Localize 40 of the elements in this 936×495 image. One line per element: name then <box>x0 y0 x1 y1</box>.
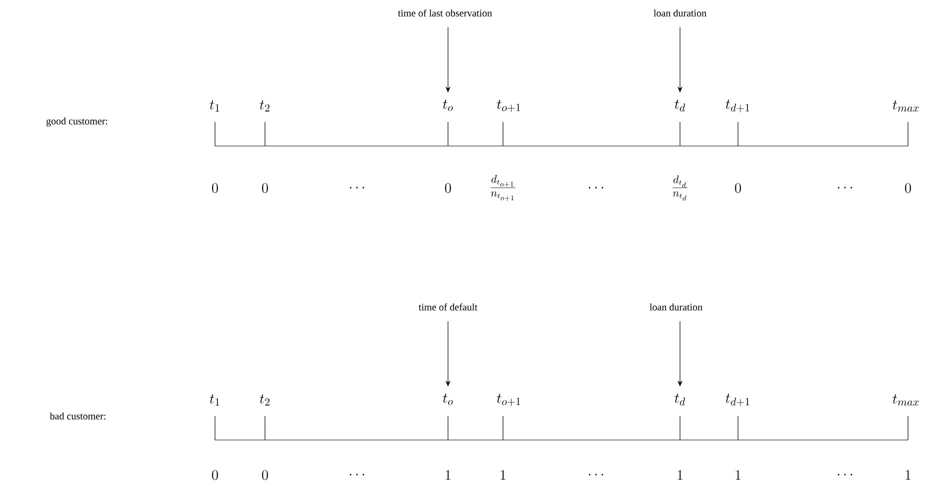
annotation-text: time of last observation <box>398 9 492 16</box>
value-label: $\cdots$ <box>838 474 852 476</box>
value-label: $\frac{d_{t_d}}{n_{t_d}}$ <box>672 176 688 201</box>
value-label: $0$ <box>212 470 218 480</box>
value-label: $\cdots$ <box>838 186 852 188</box>
tick-label: $t_{o+1}$ <box>496 394 520 406</box>
value-label: $1$ <box>906 470 910 480</box>
tick-label: $t_{d+1}$ <box>726 100 750 112</box>
value-label: $0$ <box>262 470 268 480</box>
tick-label: $t_{o+1}$ <box>496 100 520 112</box>
value-label: $1$ <box>446 470 450 480</box>
value-label: $\cdots$ <box>588 186 604 188</box>
value-label: $0$ <box>262 183 268 193</box>
tick-label: $t_1$ <box>210 394 220 406</box>
value-label: $\cdots$ <box>350 474 364 476</box>
tick-label: $t_o$ <box>442 394 453 405</box>
row-label: good customer: <box>46 117 108 127</box>
value-label: $1$ <box>736 470 740 480</box>
tick-label: $t_2$ <box>260 394 270 406</box>
value-label: $\cdots$ <box>588 474 604 476</box>
value-label: $\cdots$ <box>350 186 364 188</box>
value-label: $\frac{d_{t_{o+1}}}{n_{t_{o+1}}}$ <box>490 175 516 201</box>
value-label: $0$ <box>445 183 451 193</box>
tick-label: $t_{max}$ <box>892 394 919 406</box>
tick-label: $t_{max}$ <box>892 100 919 112</box>
tick-label: $t_d$ <box>674 394 686 406</box>
annotation-text: time of default <box>418 303 478 310</box>
value-label: $1$ <box>500 470 506 480</box>
value-label: $0$ <box>212 183 218 193</box>
value-label: $0$ <box>905 183 911 193</box>
tick-label: $t_2$ <box>260 100 270 112</box>
annotation-text: loan duration <box>654 9 706 16</box>
tick-label: $t_1$ <box>210 100 220 112</box>
tick-label: $t_o$ <box>442 100 453 111</box>
row-label: bad customer: <box>50 412 106 420</box>
value-label: $0$ <box>735 183 741 193</box>
value-label: $1$ <box>678 470 682 480</box>
tick-label: $t_d$ <box>674 100 686 112</box>
annotation-text: loan duration <box>650 303 702 310</box>
tick-label: $t_{d+1}$ <box>726 394 750 406</box>
